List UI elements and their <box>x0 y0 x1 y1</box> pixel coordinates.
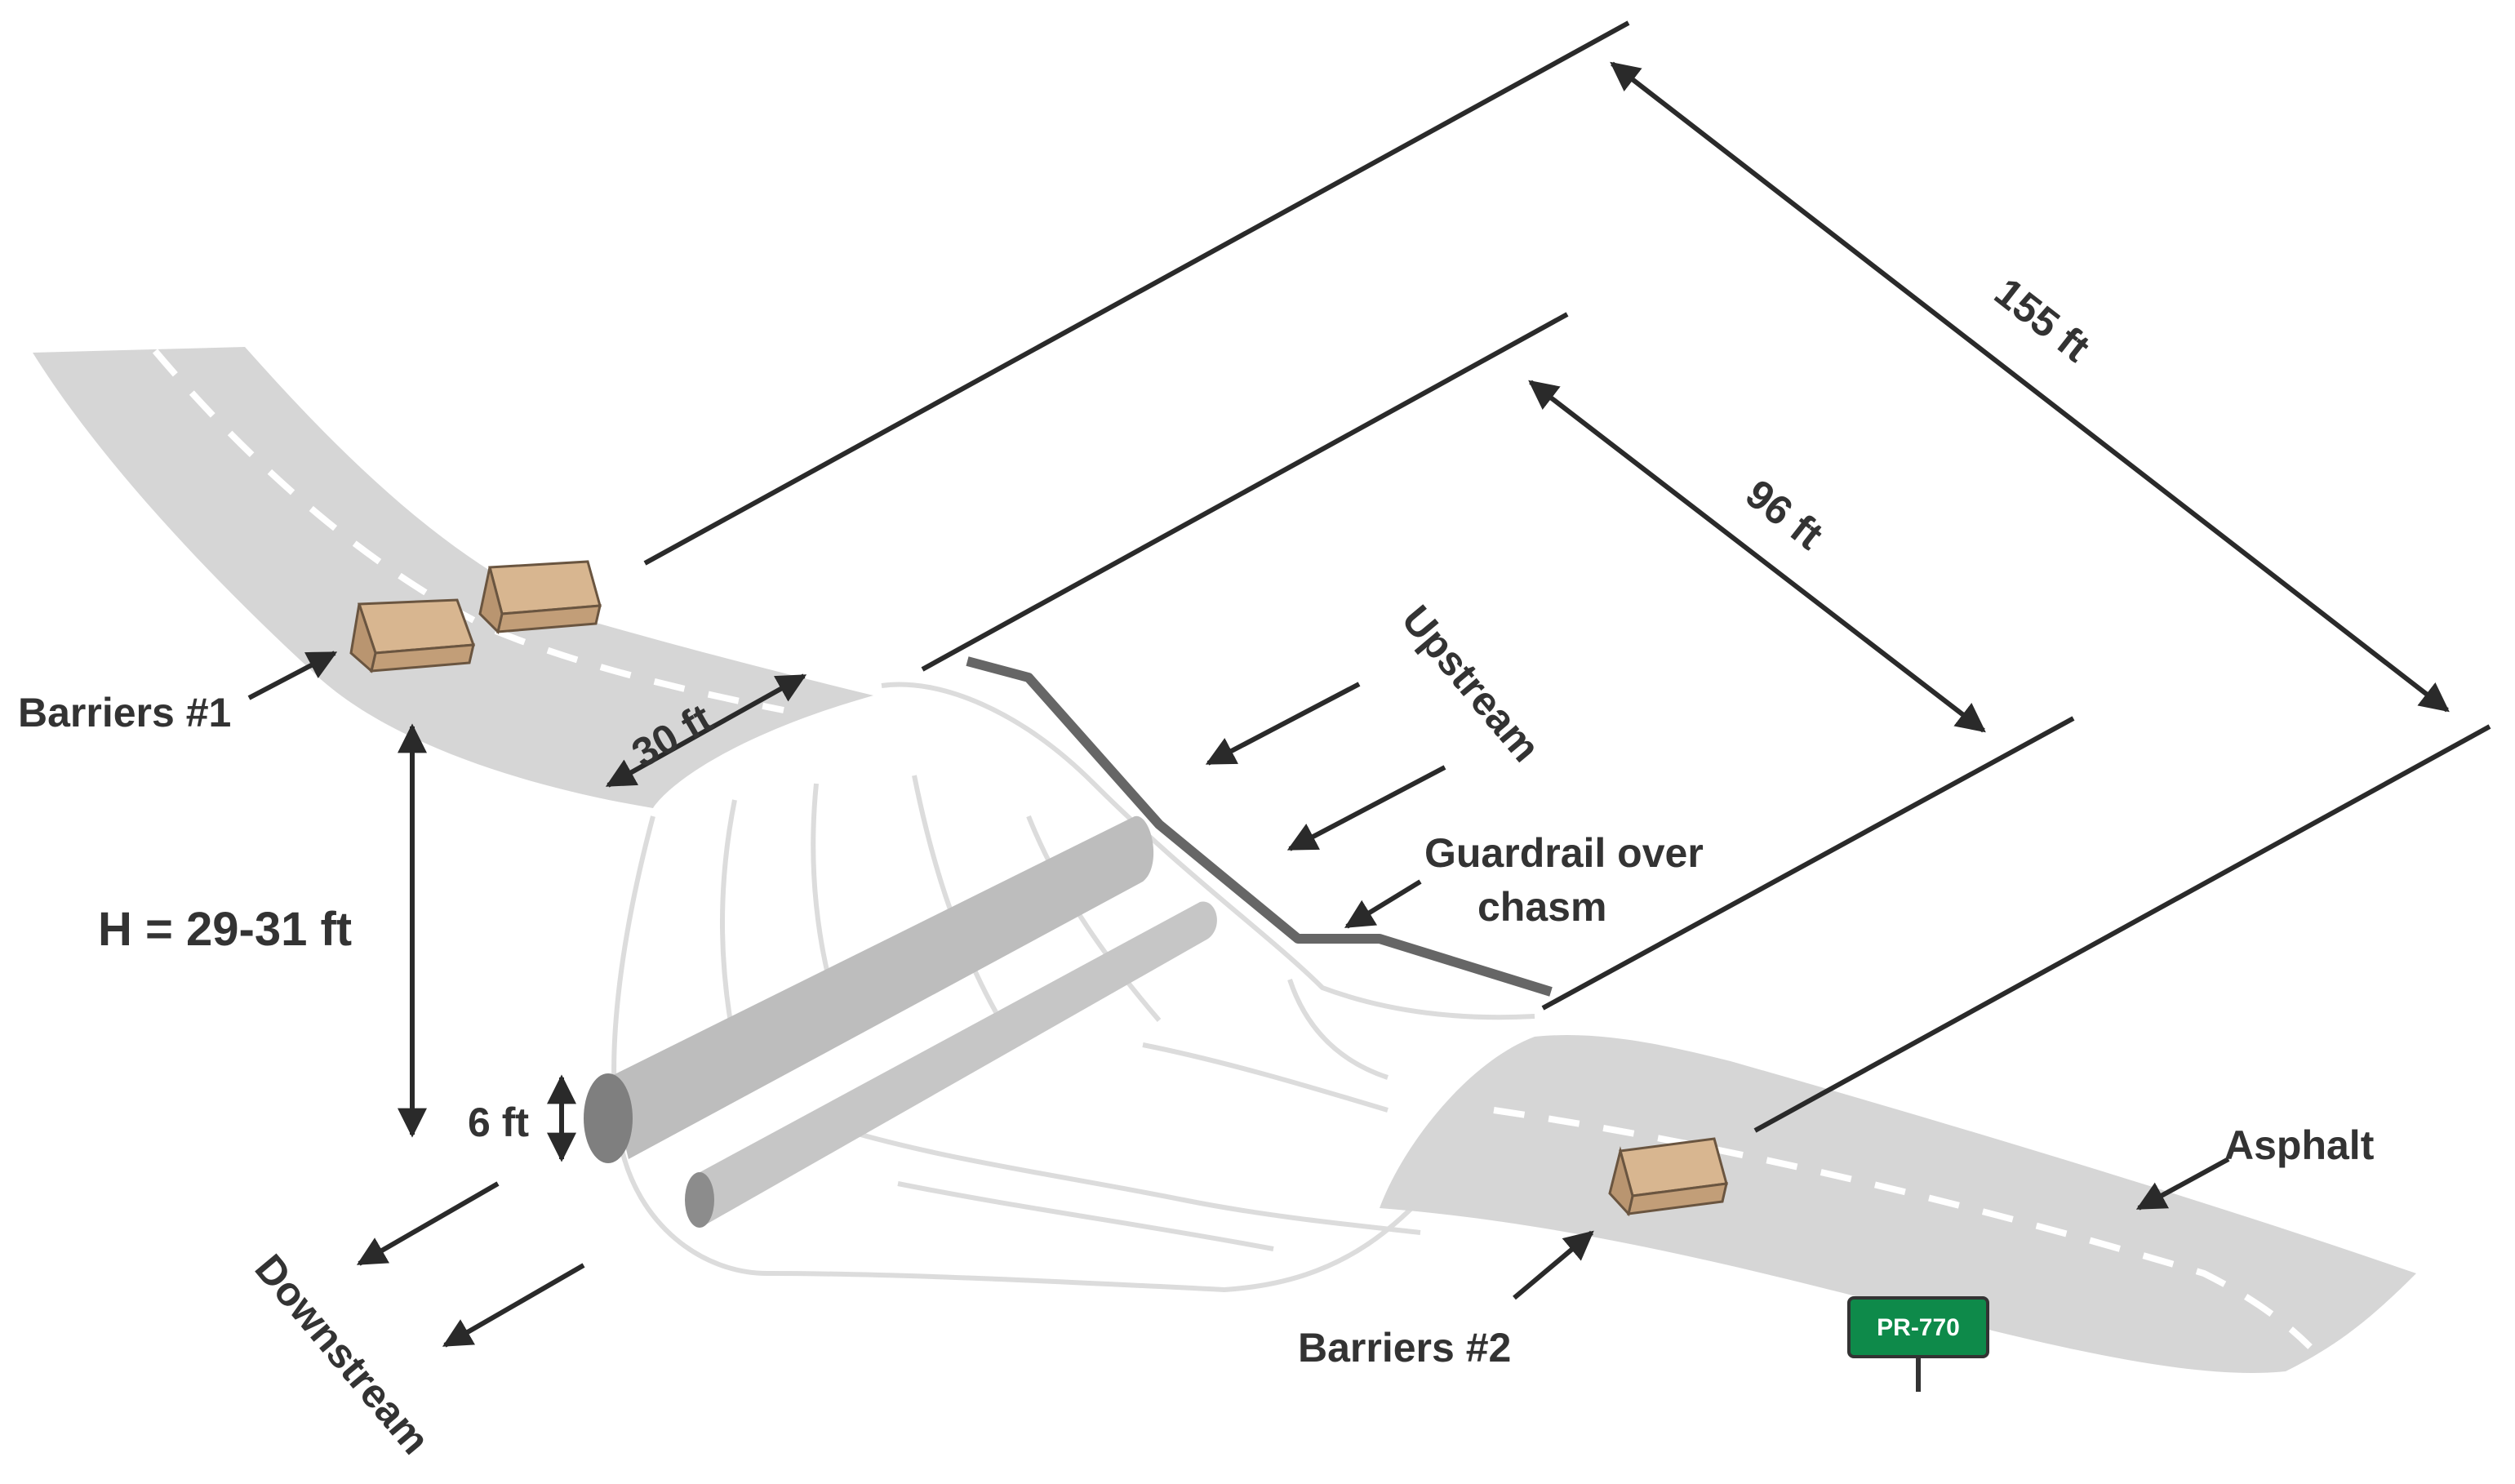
barriers-1-label: Barriers #1 <box>18 690 231 735</box>
guardrail-pointer <box>1344 879 1422 929</box>
culvert-pipe-small-end <box>685 1172 714 1228</box>
downstream-label: Downstream <box>247 1246 439 1463</box>
culvert-pipes <box>584 815 1217 1228</box>
upstream-arrow-1 <box>1205 682 1361 766</box>
right-road-centerline <box>1493 1107 2313 1349</box>
barriers-2-label: Barriers #2 <box>1298 1325 1511 1371</box>
dimension-arrows <box>398 61 2450 1162</box>
extension-lines <box>643 20 2491 1133</box>
barrier-set-1 <box>349 560 602 673</box>
dim-155-arrow <box>1610 61 2450 713</box>
guardrail-label-line1: Guardrail over <box>1424 830 1704 876</box>
barriers-1-pointer <box>247 651 338 700</box>
right-road-surface <box>1380 1035 2416 1373</box>
dim-155-label: 155 ft <box>1986 269 2099 371</box>
downstream-arrow-1 <box>356 1181 500 1266</box>
upstream-arrow-2 <box>1286 765 1446 851</box>
upstream-label: Upstream <box>1393 597 1549 771</box>
route-sign-panel <box>1847 1296 1989 1358</box>
downstream-arrow-2 <box>442 1263 585 1348</box>
pipe-diameter-label: 6 ft <box>468 1100 529 1145</box>
culvert-pipe-large-end <box>584 1073 633 1163</box>
left-road-section <box>33 347 873 808</box>
right-road-section <box>1380 1035 2416 1373</box>
asphalt-pointer <box>2135 1157 2230 1211</box>
culvert-pipe-small <box>694 901 1217 1224</box>
height-label: H = 29-31 ft <box>98 903 352 956</box>
guardrail <box>966 656 1553 997</box>
guardrail-label-line2: chasm <box>1477 884 1606 930</box>
left-road-surface <box>33 347 873 808</box>
asphalt-label: Asphalt <box>2224 1122 2375 1168</box>
dim-96-label: 96 ft <box>1737 471 1832 559</box>
dim-96-arrow <box>1528 380 1986 733</box>
barrier-set-2 <box>1608 1137 1728 1217</box>
culvert-pipe-large <box>608 815 1154 1159</box>
pointer-arrows <box>247 651 2230 1348</box>
barriers-2-pointer <box>1513 1230 1594 1300</box>
barrier-1a <box>349 598 476 673</box>
dim-30-arrow <box>605 673 807 788</box>
barrier-1b <box>478 560 602 634</box>
route-sign-label: PR-770 <box>1877 1314 1960 1341</box>
route-sign: PR-770 <box>1847 1296 1989 1392</box>
left-road-centerline <box>152 349 784 713</box>
